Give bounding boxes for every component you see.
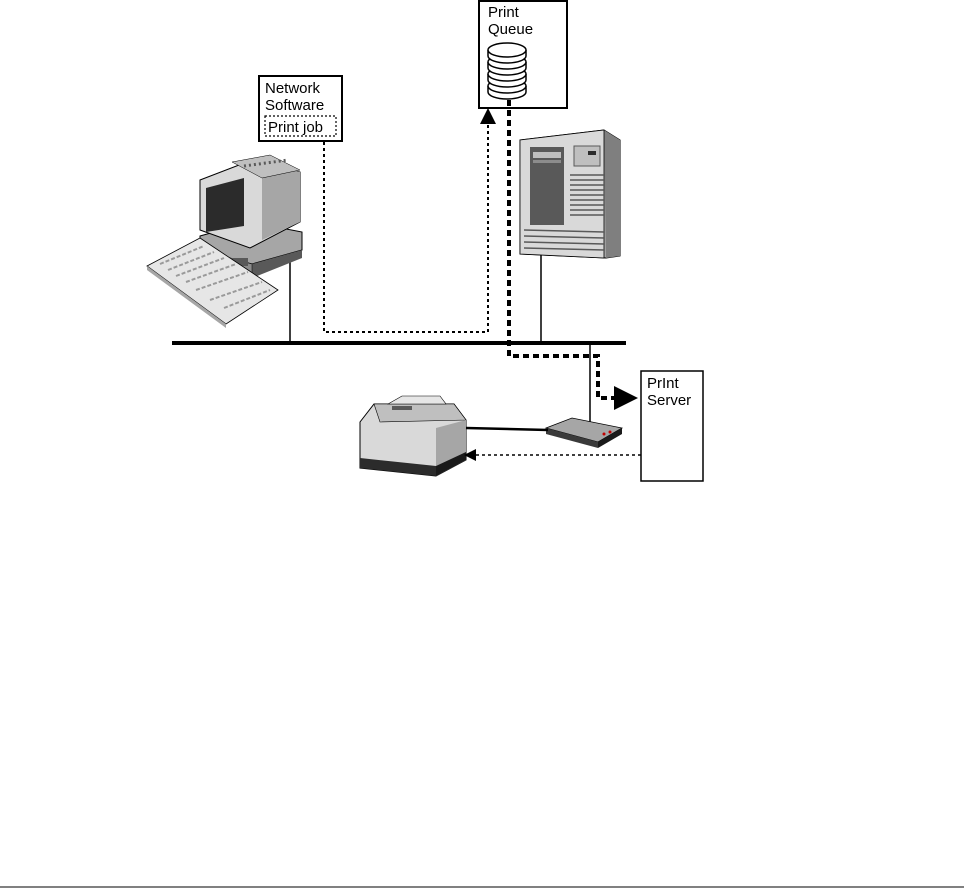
print-server-label-line1: PrInt [647,375,680,392]
network-software-label-line2: Software [265,97,324,114]
hub-to-printer-line [466,428,548,430]
print-server-box: PrInt Server [641,371,703,481]
print-queue-database-icon [488,43,526,99]
print-server-label-line2: Server [647,392,691,409]
print-queue-label-line1: Print [488,4,520,21]
network-software-label-line1: Network [265,80,321,97]
file-server-icon [520,130,620,258]
print-job-label: Print job [268,119,323,136]
print-job-path-to-queue [324,116,488,332]
print-queue-box: Print Queue [479,1,567,108]
print-server-arrowhead [614,386,638,410]
network-hub-icon [546,418,622,448]
network-software-box: Network Software Print job [259,76,342,141]
workstation-icon [147,155,302,328]
printer-icon [360,396,466,476]
print-queue-label-line2: Queue [488,21,533,38]
